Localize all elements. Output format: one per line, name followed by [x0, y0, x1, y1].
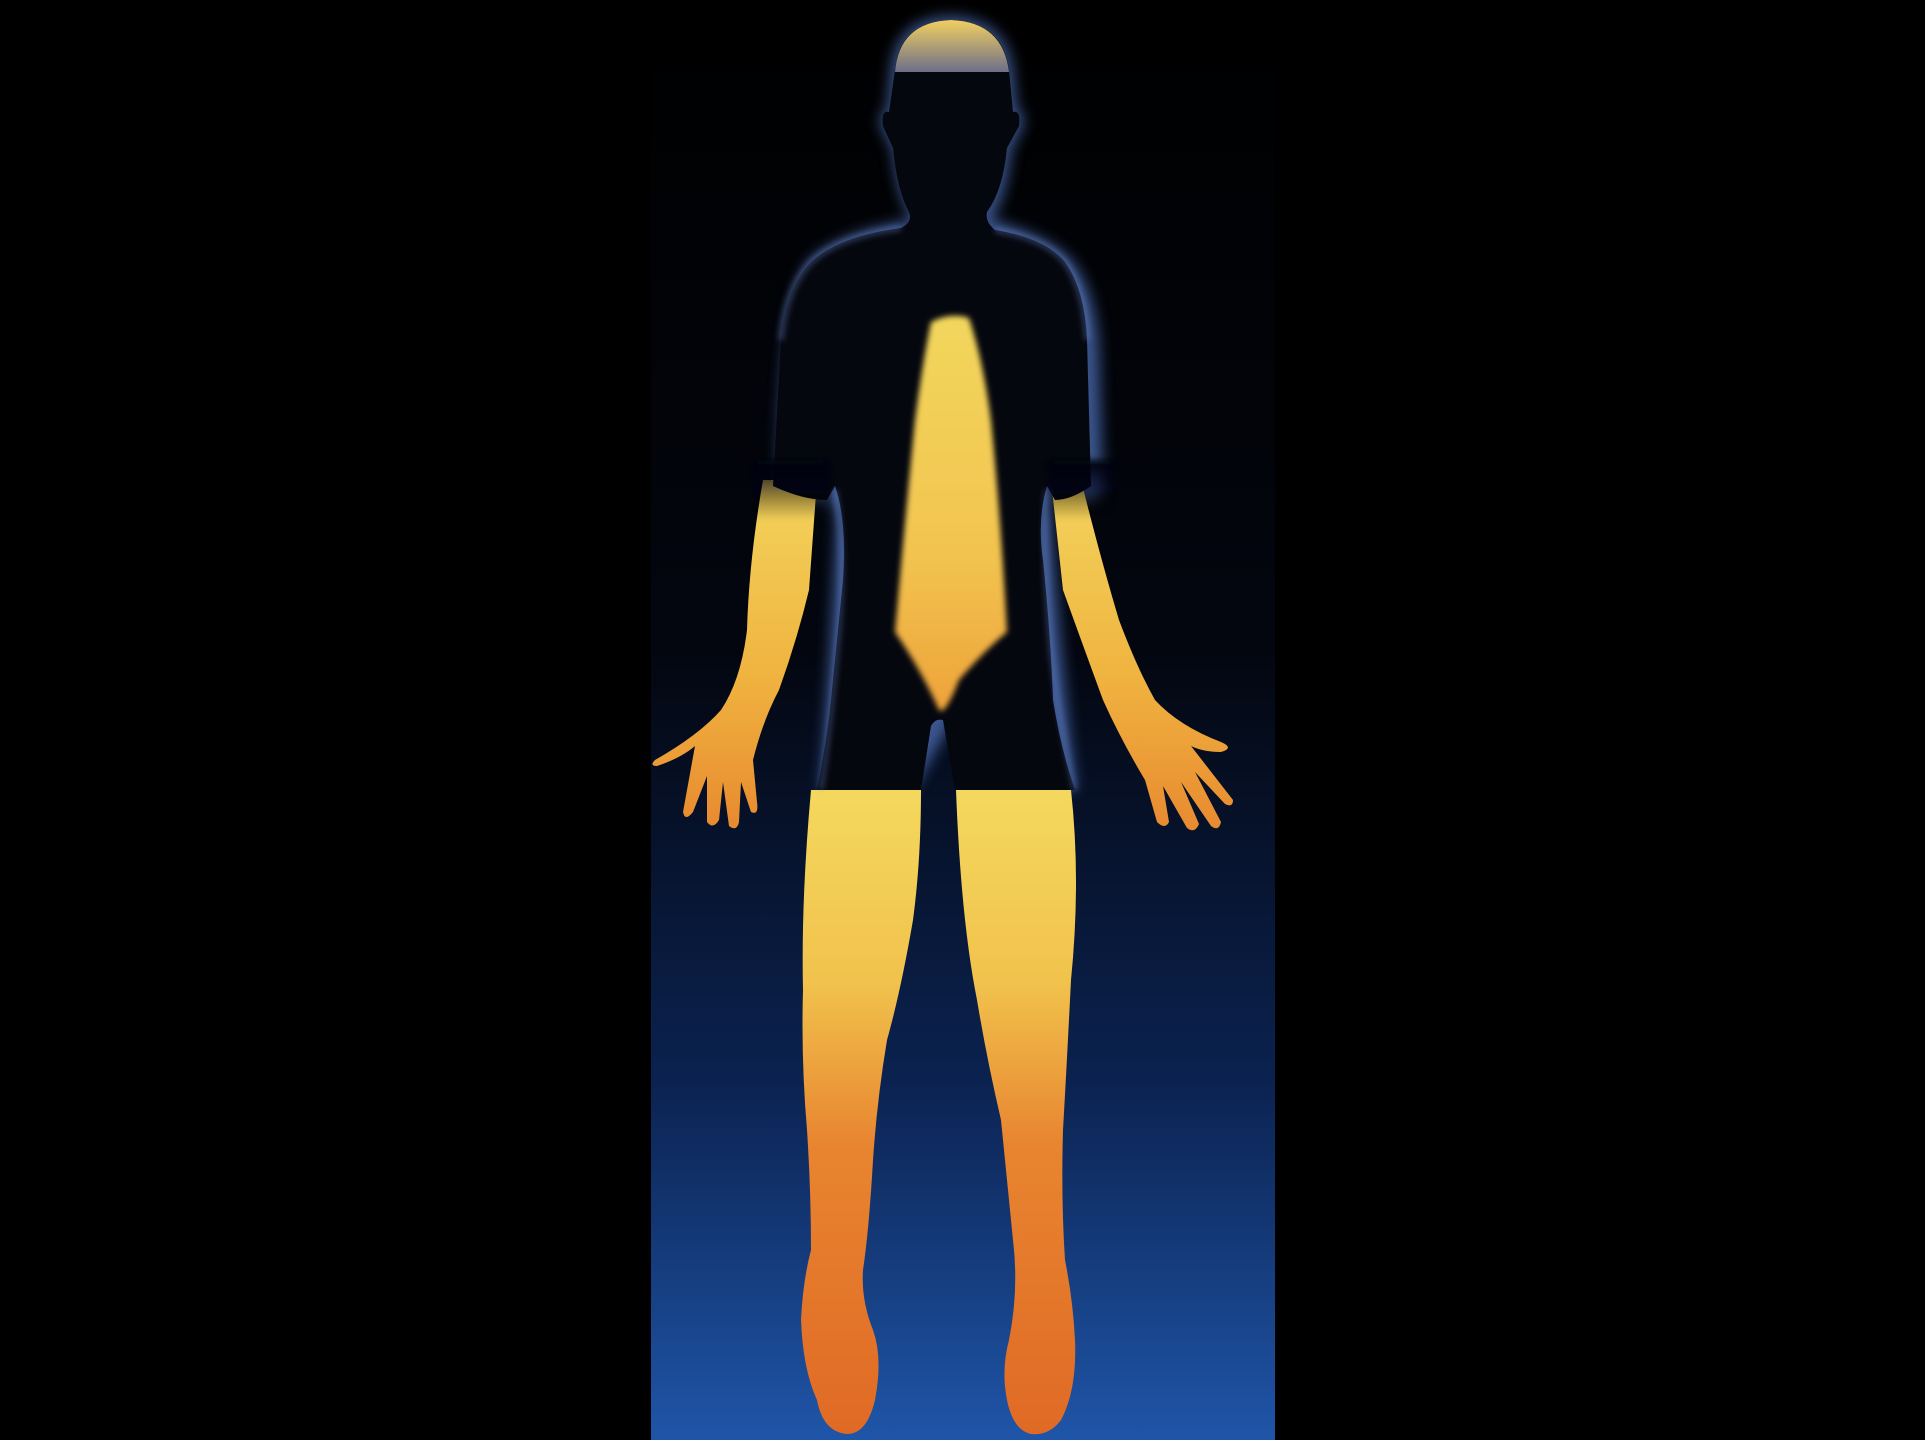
body-figure-svg	[651, 0, 1275, 1440]
illustration-panel	[651, 0, 1275, 1440]
right-arm-fade	[1047, 460, 1117, 520]
left-arm-fade	[751, 460, 831, 520]
